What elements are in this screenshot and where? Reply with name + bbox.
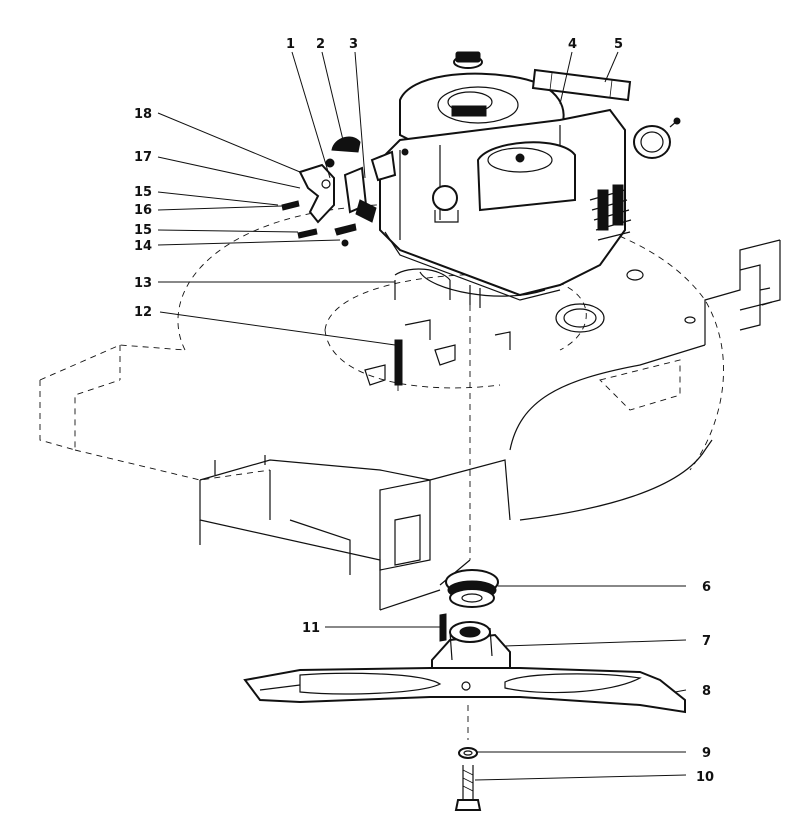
callout-4: 4 (568, 37, 577, 52)
callout-18: 18 (134, 107, 152, 122)
callout-labels: 1 2 3 4 5 6 7 8 9 10 11 12 13 14 15 16 1… (134, 37, 714, 785)
callout-6: 6 (702, 580, 711, 595)
blade-adapter (445, 569, 499, 608)
callout-10: 10 (696, 770, 714, 785)
callout-12: 12 (134, 305, 152, 320)
callout-3: 3 (349, 37, 358, 52)
engine (370, 51, 632, 560)
control-parts (281, 136, 377, 247)
callout-16: 16 (134, 203, 152, 218)
callout-7: 7 (702, 634, 711, 649)
callout-14: 14 (134, 239, 152, 254)
blade (243, 667, 686, 714)
washer-and-bolt (454, 705, 482, 811)
callout-17: 17 (134, 150, 152, 165)
callout-9: 9 (702, 746, 711, 761)
leader-lines (157, 51, 687, 781)
callout-13: 13 (134, 276, 152, 291)
callout-8: 8 (702, 684, 711, 699)
mower-deck (39, 202, 781, 611)
cover-ring (633, 117, 681, 159)
callout-15-upper: 15 (134, 185, 152, 200)
callout-11: 11 (302, 621, 320, 636)
callout-2: 2 (316, 37, 325, 52)
callout-5: 5 (614, 37, 623, 52)
key (439, 613, 447, 642)
callout-15-lower: 15 (134, 223, 152, 238)
decal (531, 68, 632, 102)
callout-1: 1 (286, 37, 295, 52)
spindle-parts (394, 268, 451, 395)
